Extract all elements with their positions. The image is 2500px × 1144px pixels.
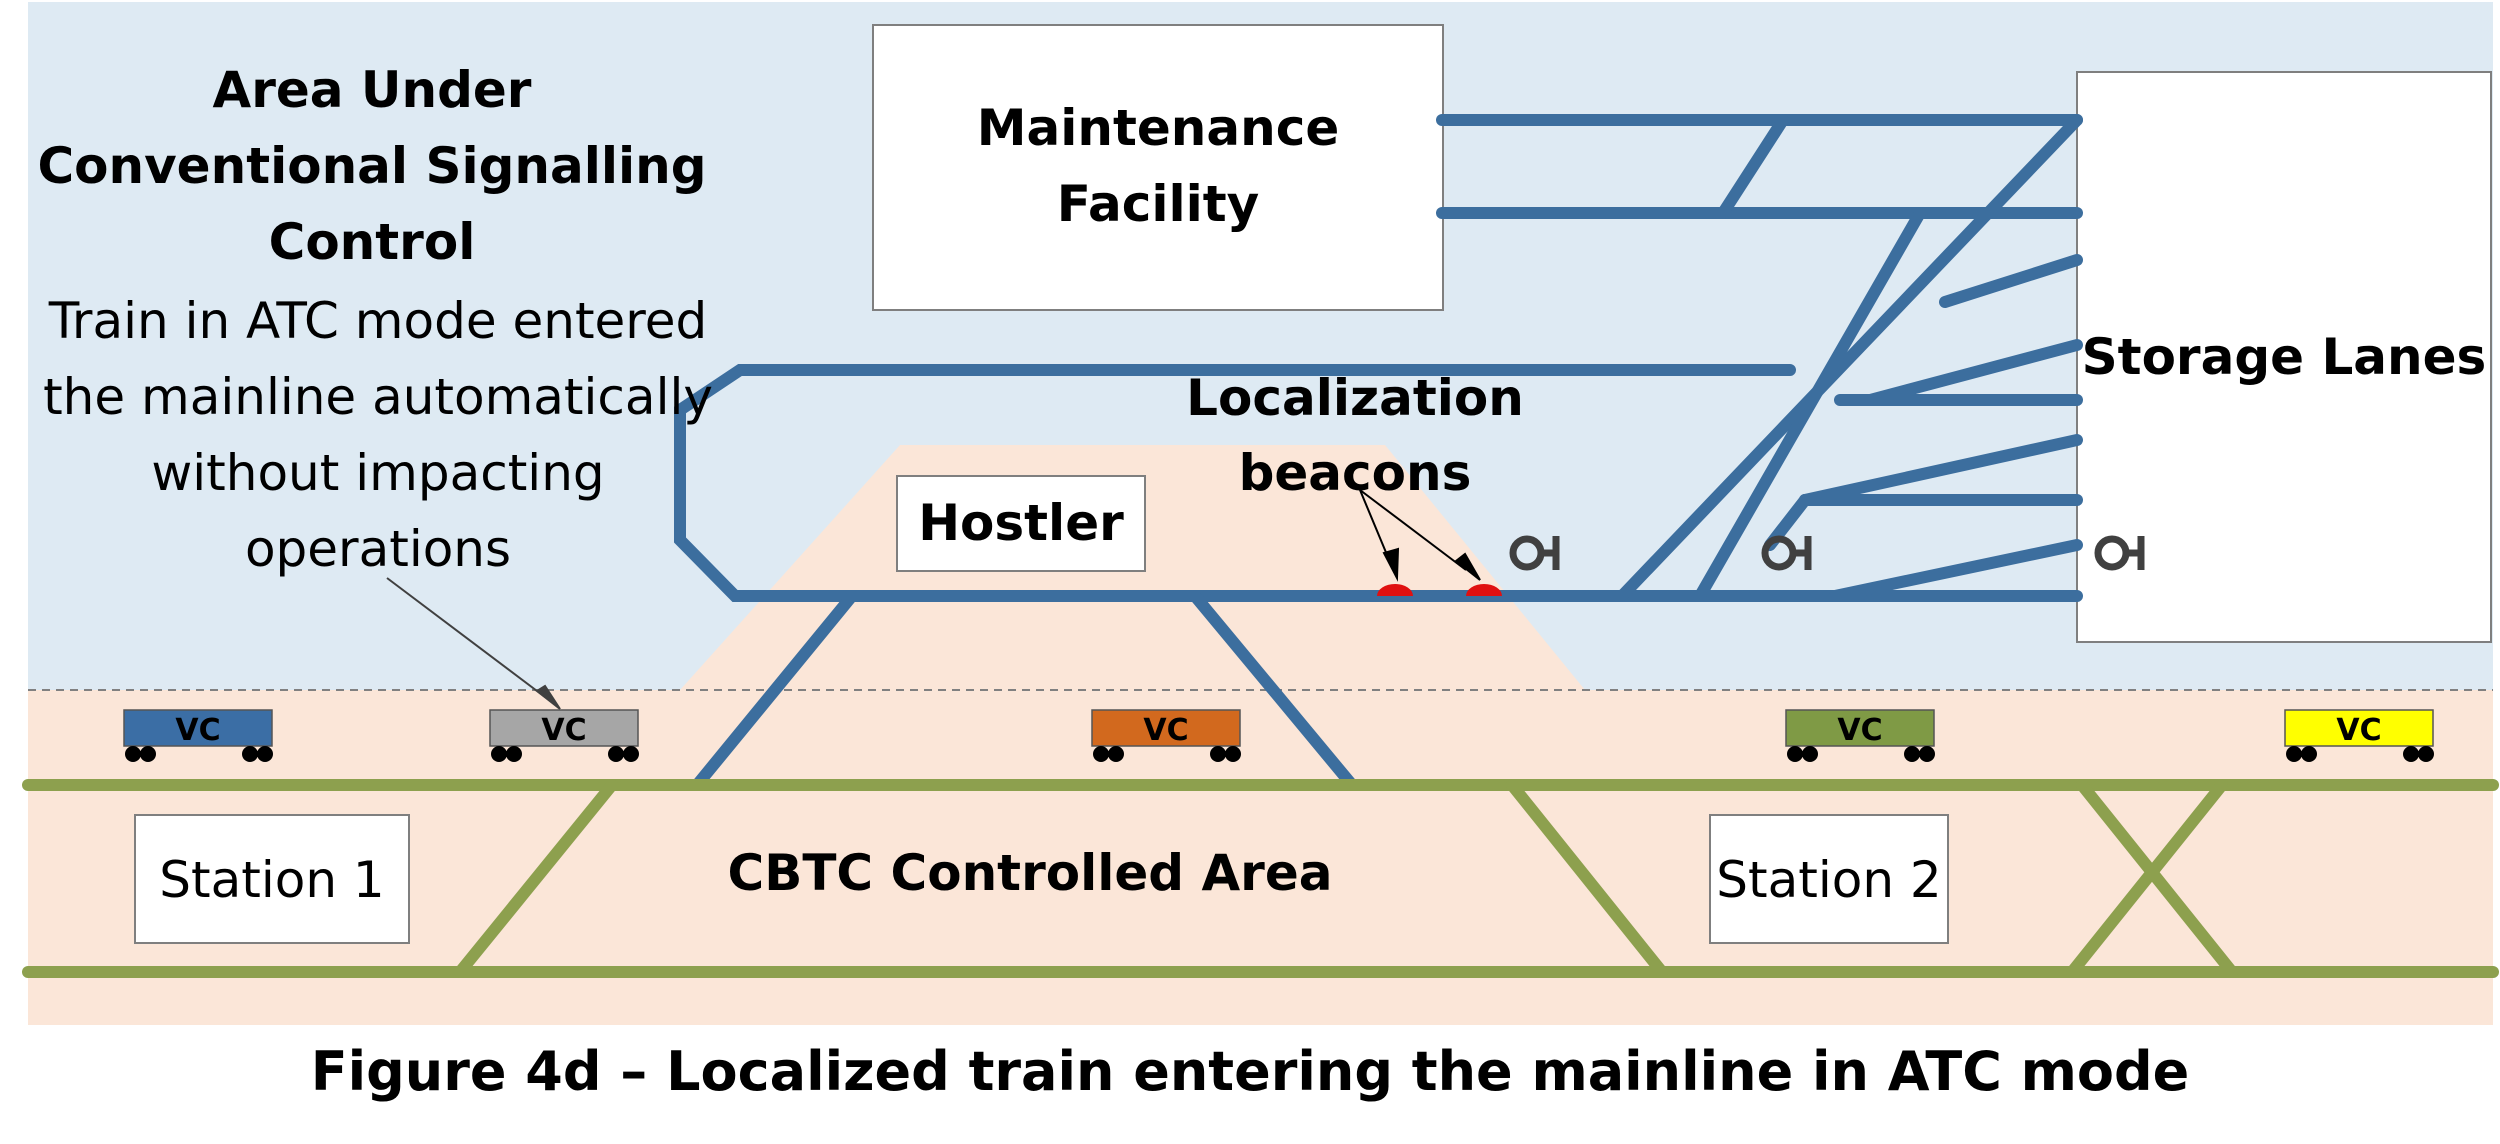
vehicle-3: VC bbox=[1091, 709, 1241, 762]
beacon-2 bbox=[1466, 584, 1502, 596]
mainline-tracks bbox=[22, 779, 2499, 978]
maintenance-facility-label: Maintenance Facility bbox=[977, 99, 1340, 233]
svg-text:Control: Control bbox=[269, 213, 476, 271]
vehicle-5-label: VC bbox=[2336, 713, 2381, 748]
hostler-label: Hostler bbox=[918, 494, 1124, 552]
atc-note: Train in ATC mode entered the mainline a… bbox=[43, 292, 713, 578]
svg-text:Localization: Localization bbox=[1186, 369, 1524, 427]
signal-2-icon bbox=[1761, 535, 1812, 571]
svg-text:Maintenance: Maintenance bbox=[977, 99, 1340, 157]
beacons-label: Localization beacons bbox=[1186, 369, 1524, 502]
svg-text:Conventional Signalling: Conventional Signalling bbox=[37, 137, 706, 195]
figure-caption: Figure 4d – Localized train entering the… bbox=[311, 1040, 2190, 1103]
beacon-arrows bbox=[1359, 489, 1481, 582]
vehicle-1-label: VC bbox=[175, 713, 220, 748]
vehicle-4-label: VC bbox=[1837, 713, 1882, 748]
signal-3-icon bbox=[2094, 535, 2145, 571]
storage-lanes-label: Storage Lanes bbox=[2082, 328, 2487, 386]
svg-text:Facility: Facility bbox=[1057, 175, 1260, 233]
svg-text:operations: operations bbox=[245, 520, 511, 578]
vehicle-2: VC bbox=[489, 709, 639, 762]
hostler-box bbox=[896, 475, 1146, 572]
svg-text:the mainline automatically: the mainline automatically bbox=[43, 368, 713, 426]
station-2-box bbox=[1709, 814, 1949, 944]
vehicle-5: VC bbox=[2284, 709, 2434, 762]
vehicle-3-label: VC bbox=[1143, 713, 1188, 748]
localization-beacons bbox=[1377, 584, 1502, 596]
signals bbox=[1509, 535, 2145, 571]
svg-text:Train in ATC mode entered: Train in ATC mode entered bbox=[48, 292, 708, 350]
yard-tracks bbox=[674, 114, 2083, 791]
vehicle-2-label: VC bbox=[541, 713, 586, 748]
station-1-label: Station 1 bbox=[159, 851, 384, 909]
note-arrow bbox=[386, 577, 561, 710]
beacon-1 bbox=[1377, 584, 1413, 596]
station-1-box bbox=[134, 814, 410, 944]
svg-text:beacons: beacons bbox=[1239, 444, 1472, 502]
svg-text:without impacting: without impacting bbox=[151, 444, 604, 502]
maintenance-facility-box bbox=[872, 24, 1444, 311]
cbtc-area-label: CBTC Controlled Area bbox=[728, 844, 1333, 902]
station-2-label: Station 2 bbox=[1716, 851, 1941, 909]
area-conventional-title: Area Under Conventional Signalling Contr… bbox=[37, 61, 706, 271]
vehicle-1: VC bbox=[123, 709, 273, 762]
vehicle-4: VC bbox=[1785, 709, 1935, 762]
storage-lanes-box bbox=[2076, 71, 2492, 643]
signal-1-icon bbox=[1509, 535, 1560, 571]
svg-text:Area Under: Area Under bbox=[213, 61, 532, 119]
